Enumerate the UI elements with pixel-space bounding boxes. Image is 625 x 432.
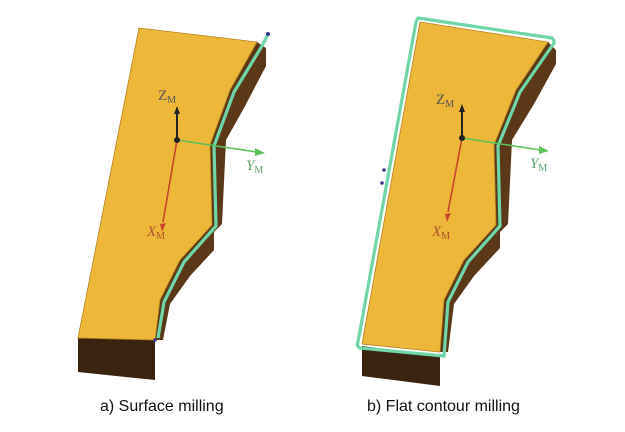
z-axis-label-b: Z — [436, 92, 445, 108]
svg-text:YM: YM — [530, 156, 547, 174]
svg-text:XM: XM — [431, 224, 450, 242]
toolpath-a — [156, 33, 270, 339]
part-a-front-face — [78, 338, 155, 380]
toolpath-b-point-2 — [380, 181, 384, 185]
toolpath-a-end-point — [153, 338, 157, 342]
y-axis-label-a: Y — [246, 158, 256, 174]
svg-text:XM: XM — [146, 224, 165, 242]
z-axis-label-a: Z — [158, 88, 167, 104]
coordinate-axes-b: ZM YM XM — [431, 92, 549, 242]
x-axis-label-b: X — [431, 224, 442, 240]
panel-b-flat-contour-milling: ZM YM XM — [355, 16, 556, 386]
caption-b: b) Flat contour milling — [367, 398, 520, 415]
x-axis-label-a: X — [146, 224, 157, 240]
toolpath-b-contour — [355, 16, 556, 358]
toolpath-a-start-point — [266, 32, 270, 36]
coordinate-axes-a: ZM YM XM — [146, 88, 265, 242]
part-a-top-face — [77, 27, 258, 341]
svg-text:ZM: ZM — [158, 88, 176, 106]
part-b-top-face — [361, 21, 549, 353]
svg-text:YM: YM — [246, 158, 263, 176]
part-b-front-face — [362, 346, 440, 386]
caption-a: a) Surface milling — [100, 398, 224, 415]
panel-a-surface-milling: ZM YM XM — [77, 27, 270, 380]
toolpath-b-point-1 — [382, 168, 386, 172]
y-axis-label-b: Y — [530, 156, 540, 172]
svg-text:ZM: ZM — [436, 92, 454, 110]
